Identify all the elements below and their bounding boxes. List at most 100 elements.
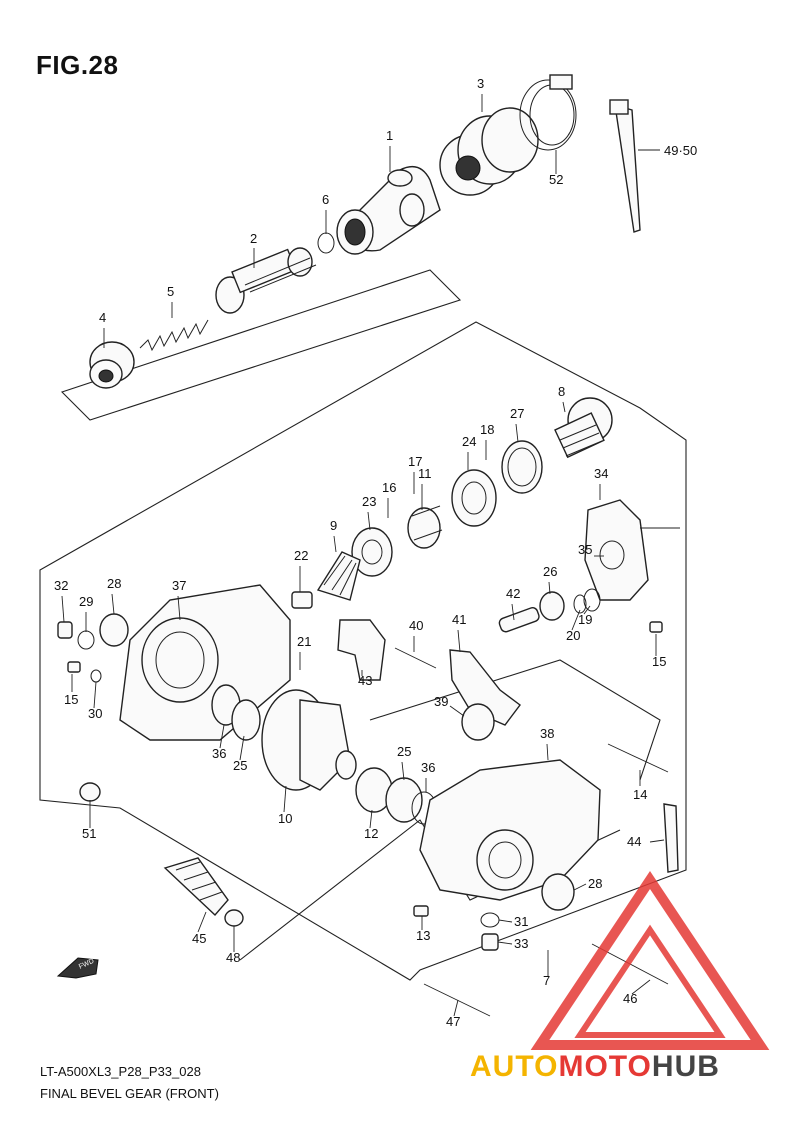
cap-part <box>89 341 135 389</box>
bolt-13-part <box>413 905 429 917</box>
part-number-label: 42 <box>506 586 520 601</box>
leader-line <box>511 603 515 621</box>
part-number-label: 10 <box>278 811 292 826</box>
bearing-22-part <box>291 591 313 609</box>
part-number-label: 45 <box>192 931 206 946</box>
leader-line <box>333 535 337 553</box>
watermark-hub: HUB <box>651 1050 720 1083</box>
part-number-label: 6 <box>322 192 329 207</box>
part-number-label: 44 <box>627 834 641 849</box>
leader-line <box>515 423 519 443</box>
leader-line <box>177 595 181 621</box>
part-number-label: 15 <box>652 654 666 669</box>
part-number-label: 22 <box>294 548 308 563</box>
nut-51-part <box>79 782 101 802</box>
part-number-label: 3 <box>477 76 484 91</box>
part-number-label: 48 <box>226 950 240 965</box>
plug-33-part <box>481 933 499 951</box>
figure-name: FINAL BEVEL GEAR (FRONT) <box>40 1086 219 1101</box>
watermark-text: AUTOMOTOHUB <box>470 1050 720 1084</box>
part-number-label: 1 <box>386 128 393 143</box>
seal-28-right-part <box>541 873 575 911</box>
ring-gear-part <box>261 689 357 791</box>
leader-line <box>449 705 465 717</box>
part-number-label: 13 <box>416 928 430 943</box>
part-number-label: 26 <box>543 564 557 579</box>
part-number-label: 46 <box>623 991 637 1006</box>
actuator-part <box>584 499 680 601</box>
part-number-label: 28 <box>107 576 121 591</box>
part-number-label: 37 <box>172 578 186 593</box>
cable-tie-part <box>609 99 641 233</box>
fwd-arrow-icon <box>56 957 99 979</box>
bearing-25-left-part <box>231 699 261 741</box>
part-number-label: 36 <box>212 746 226 761</box>
ring-20-part <box>573 594 587 614</box>
part-number-label: 39 <box>434 694 448 709</box>
bevel-pinion-part <box>316 551 361 601</box>
clamp-48-part <box>224 909 244 927</box>
leader-line <box>457 629 461 653</box>
watermark-moto: MOTO <box>558 1050 652 1083</box>
bolt-15-left-part <box>67 661 81 673</box>
washer-31-part <box>480 912 500 928</box>
shift-fork-42-part <box>449 649 521 726</box>
leader-line <box>548 581 551 595</box>
part-number-label: 18 <box>480 422 494 437</box>
leader-line <box>571 609 581 631</box>
leader-line <box>546 743 549 761</box>
leader-line <box>562 401 566 413</box>
leader-line <box>497 941 513 945</box>
shift-rod-part <box>394 647 437 669</box>
figure-title: FIG.28 <box>36 50 119 80</box>
leader-line <box>498 919 513 923</box>
housing-group-frame <box>369 659 661 781</box>
part-number-label: 30 <box>88 706 102 721</box>
leader-line <box>369 809 373 829</box>
plug-32-part <box>57 621 73 639</box>
bolt-14-part <box>607 743 669 773</box>
leader-line <box>219 724 225 749</box>
washer-30-part <box>90 669 102 683</box>
leader-line <box>401 761 405 781</box>
part-number-label: 38 <box>540 726 554 741</box>
leader-line <box>583 605 591 615</box>
part-labels: 1234567891011121314151516171819202122232… <box>54 76 697 1029</box>
part-number-label: 31 <box>514 914 528 929</box>
plunger-part <box>498 607 540 633</box>
pinion-shaft-part <box>554 397 613 459</box>
leader-line <box>631 979 651 995</box>
boot-part <box>439 107 539 196</box>
shift-fork-43-part <box>337 619 386 681</box>
leader-line <box>367 511 371 531</box>
part-number-label: 47 <box>446 1014 460 1029</box>
part-number-label: 20 <box>566 628 580 643</box>
part-number-label: 36 <box>421 760 435 775</box>
part-number-label: 14 <box>633 787 647 802</box>
part-number-label: 8 <box>558 384 565 399</box>
part-number-label: 33 <box>514 936 528 951</box>
bolt-47-part <box>423 983 491 1017</box>
part-number-label: 21 <box>297 634 311 649</box>
automotohub-logo <box>530 870 770 1050</box>
part-number-label: 16 <box>382 480 396 495</box>
seal-26-part <box>539 591 565 621</box>
leader-line <box>283 785 287 813</box>
circlip-part <box>317 232 335 254</box>
differential-housing-part <box>419 759 601 901</box>
part-number-label: 19 <box>578 612 592 627</box>
leader-line <box>649 839 665 843</box>
part-number-label: 5 <box>167 284 174 299</box>
bearing-24-part <box>451 469 497 527</box>
bolt-15-right-part <box>649 621 663 633</box>
universal-joint-part <box>336 166 441 255</box>
part-number-label: 28 <box>588 876 602 891</box>
part-number-label: 7 <box>543 973 550 988</box>
upper-group-frame <box>60 269 462 421</box>
washer-29-part <box>77 630 95 650</box>
part-number-label: 24 <box>462 434 476 449</box>
part-number-label: 15 <box>64 692 78 707</box>
boot-clamp-part <box>519 74 577 151</box>
drive-shaft-part <box>215 247 317 314</box>
